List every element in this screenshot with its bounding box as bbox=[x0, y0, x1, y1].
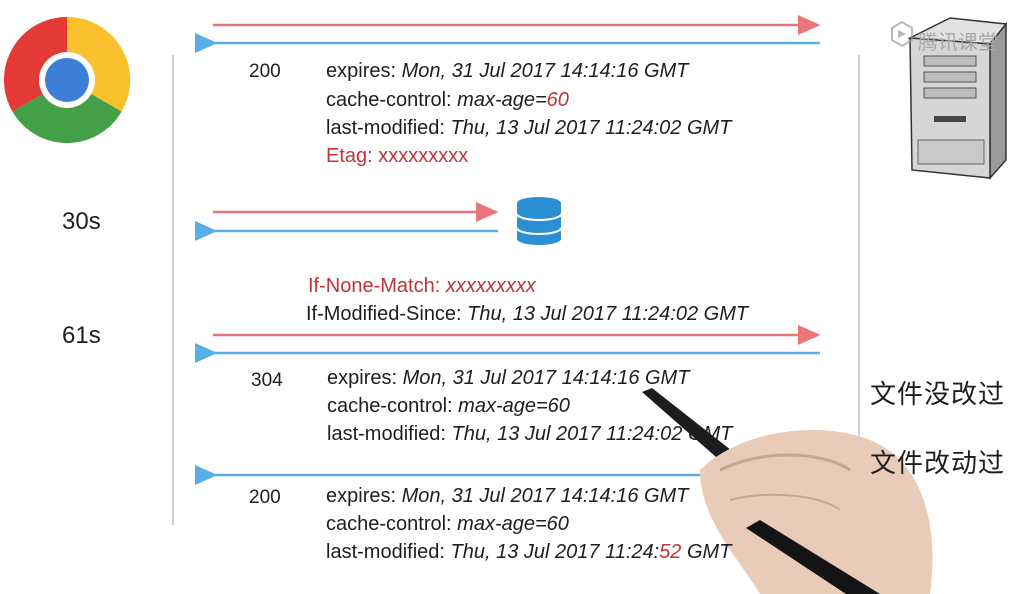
header-value: max-age=60 bbox=[457, 513, 569, 535]
header-label: If-None-Match: bbox=[308, 275, 446, 297]
header-value: Mon, 31 Jul 2017 14:14:16 GMT bbox=[401, 485, 689, 507]
header-value: Thu, 13 Jul 2017 11:24:02 GMT bbox=[450, 117, 732, 139]
database-icon bbox=[516, 197, 562, 245]
time-label-61s: 61s bbox=[62, 322, 101, 349]
response1-expires: expires: Mon, 31 Jul 2017 14:14:16 GMT bbox=[326, 59, 688, 83]
header-value: Thu, 13 Jul 2017 11:24:02 GMT bbox=[467, 303, 749, 325]
response1-cache-control: cache-control: max-age=60 bbox=[326, 88, 569, 112]
response3-status: 200 bbox=[249, 487, 281, 508]
response2-expires: expires: Mon, 31 Jul 2017 14:14:16 GMT bbox=[327, 366, 689, 390]
header-label: cache-control: bbox=[326, 513, 458, 535]
response3-cache-control: cache-control: max-age=60 bbox=[326, 512, 569, 536]
watermark-logo-icon bbox=[891, 20, 913, 48]
header-value: Thu, 13 Jul 2017 11:24:02 GMT bbox=[451, 423, 733, 445]
response1-etag: Etag: xxxxxxxxx bbox=[326, 144, 468, 168]
client-timeline bbox=[172, 55, 174, 525]
note-file-changed: 文件改动过 bbox=[870, 449, 1006, 479]
watermark-text: 腾讯课堂 bbox=[918, 30, 998, 54]
time-label-30s: 30s bbox=[62, 208, 101, 235]
request2-if-none-match: If-None-Match: xxxxxxxxx bbox=[308, 274, 536, 298]
server-timeline bbox=[858, 55, 860, 525]
header-value: max-age=60 bbox=[458, 395, 570, 417]
header-label: cache-control: bbox=[326, 89, 458, 111]
response3-last-modified: last-modified: Thu, 13 Jul 2017 11:24:52… bbox=[326, 540, 731, 564]
header-label: Etag: bbox=[326, 145, 379, 167]
header-label: expires: bbox=[326, 485, 402, 507]
header-value: max-age= bbox=[457, 89, 547, 111]
response3-expires: expires: Mon, 31 Jul 2017 14:14:16 GMT bbox=[326, 484, 688, 508]
header-value: Mon, 31 Jul 2017 14:14:16 GMT bbox=[401, 60, 689, 82]
header-value: xxxxxxxxx bbox=[445, 275, 536, 297]
header-label: last-modified: bbox=[327, 423, 452, 445]
header-value: Mon, 31 Jul 2017 14:14:16 GMT bbox=[402, 367, 690, 389]
header-label: last-modified: bbox=[326, 541, 451, 563]
note-file-unchanged: 文件没改过 bbox=[870, 380, 1006, 410]
response2-cache-control: cache-control: max-age=60 bbox=[327, 394, 570, 418]
request2-if-modified-since: If-Modified-Since: Thu, 13 Jul 2017 11:2… bbox=[306, 302, 748, 326]
max-age-number: 60 bbox=[546, 89, 569, 111]
header-label: last-modified: bbox=[326, 117, 451, 139]
header-value: Thu, 13 Jul 2017 11:24: bbox=[450, 541, 660, 563]
pen-hand-image bbox=[642, 388, 933, 594]
header-label: cache-control: bbox=[327, 395, 459, 417]
response2-last-modified: last-modified: Thu, 13 Jul 2017 11:24:02… bbox=[327, 422, 732, 446]
header-label: If-Modified-Since: bbox=[306, 303, 468, 325]
chrome-browser-icon bbox=[3, 16, 131, 144]
header-value: xxxxxxxxx bbox=[378, 145, 469, 167]
response2-status: 304 bbox=[251, 370, 283, 391]
response1-last-modified: last-modified: Thu, 13 Jul 2017 11:24:02… bbox=[326, 116, 731, 140]
header-label: expires: bbox=[327, 367, 403, 389]
response1-status: 200 bbox=[249, 61, 281, 82]
changed-seconds: 52 bbox=[659, 541, 682, 563]
server-tower-icon bbox=[907, 17, 1008, 180]
header-label: expires: bbox=[326, 60, 402, 82]
header-value-suffix: GMT bbox=[681, 541, 732, 563]
